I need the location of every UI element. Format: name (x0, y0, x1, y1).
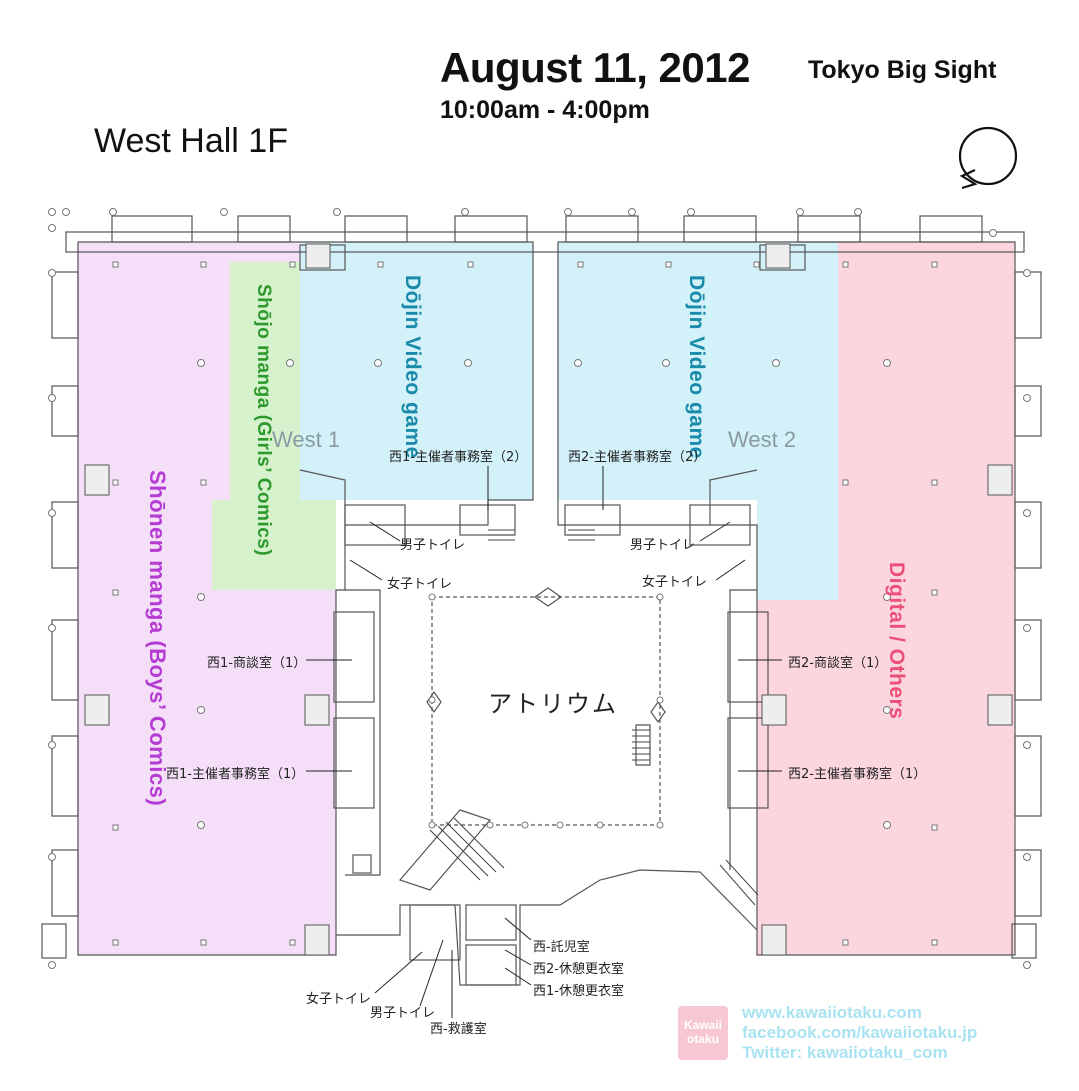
zone-shojo-label: Shōjo manga (Girls’ Comics) (253, 284, 274, 557)
room-w1-meeting: 西1-商談室（1） (207, 656, 307, 671)
event-date: August 11, 2012 (440, 44, 750, 91)
room-w1-changing: 西1-休憩更衣室 (533, 984, 624, 999)
hall-west2-label: West 2 (728, 427, 797, 452)
zone-shonen-label: Shōnen manga (Boys’ Comics) (145, 470, 170, 807)
hall-title: West Hall 1F (94, 122, 288, 160)
credit-twitter[interactable]: Twitter: kawaiiotaku_com (742, 1043, 948, 1062)
escalators (429, 529, 759, 906)
atrium-label: アトリウム (488, 690, 618, 718)
zone-dojin2-label: Dōjin Video game (685, 275, 708, 459)
room-womens-bottom: 女子トイレ (306, 992, 372, 1007)
room-womens-right: 女子トイレ (642, 575, 708, 590)
zone-shojo-area (212, 262, 336, 590)
building-outline (41, 215, 1042, 986)
room-w2-changing: 西2-休憩更衣室 (533, 962, 624, 977)
hall-west1-label: West 1 (272, 427, 341, 452)
room-w1-office1: 西1-主催者事務室（1） (166, 767, 305, 782)
zone-dojin2-area (558, 242, 838, 600)
kawaii-otaku-logo: Kawaii otaku (678, 1006, 728, 1060)
column-grid (48, 208, 1031, 969)
credit-site[interactable]: www.kawaiiotaku.com (742, 1003, 922, 1022)
event-venue: Tokyo Big Sight (808, 56, 997, 84)
logo-text-bottom: otaku (686, 1032, 719, 1046)
leader-lines (306, 466, 782, 1018)
compass-icon (958, 126, 1018, 190)
logo-text-top: Kawaii (683, 1018, 722, 1032)
room-w2-meeting: 西2-商談室（1） (788, 656, 888, 671)
room-w2-office1: 西2-主催者事務室（1） (788, 767, 927, 782)
credit-facebook[interactable]: facebook.com/kawaiiotaku.jp (742, 1023, 978, 1042)
room-mens-right: 男子トイレ (630, 538, 696, 553)
zone-dojin1-area (300, 242, 533, 500)
room-w1-office2: 西1-主催者事務室（2） (389, 450, 528, 465)
room-womens-left: 女子トイレ (387, 577, 453, 592)
zone-shonen-area (78, 242, 336, 955)
zone-digital-label: Digital / Others (885, 562, 908, 720)
stair-cores (84, 243, 1013, 956)
room-w2-office2: 西2-主催者事務室（2） (568, 450, 707, 465)
room-nursery: 西-託児室 (533, 940, 590, 955)
event-time: 10:00am - 4:00pm (440, 96, 650, 124)
zone-dojin1-label: Dōjin Video game (401, 275, 424, 459)
room-first-aid: 西-救護室 (430, 1022, 487, 1037)
room-mens-bottom: 男子トイレ (370, 1006, 436, 1021)
room-mens-left: 男子トイレ (400, 538, 466, 553)
